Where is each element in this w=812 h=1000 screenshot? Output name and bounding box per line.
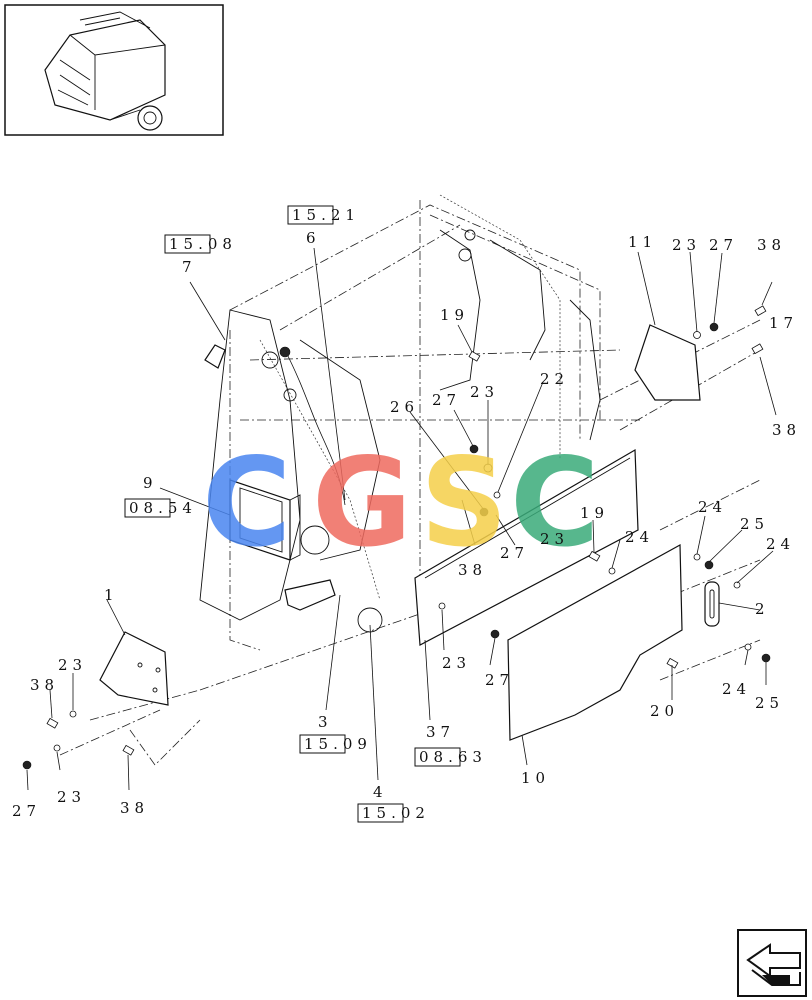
label-2: 2	[755, 600, 770, 618]
watermark-letter-4: C	[510, 432, 600, 574]
label-9: 9	[143, 474, 158, 492]
label-23-b: 23	[470, 383, 499, 401]
leader-lines	[26, 247, 777, 791]
label-4: 4	[373, 783, 388, 801]
label-27-e: 27	[12, 802, 41, 820]
label-6: 6	[306, 229, 321, 247]
label-20: 20	[650, 702, 679, 720]
ref-15-09: 15.09	[304, 735, 372, 753]
label-19-a: 19	[440, 306, 469, 324]
label-27-a: 27	[709, 236, 738, 254]
callout-labels: 6 7 11 23 27 38 17 38 19 27 23 22 26 9 1…	[12, 229, 801, 820]
part-9-panel-frame	[229, 479, 301, 561]
label-22: 22	[540, 370, 569, 388]
baler-thumbnail	[4, 4, 224, 136]
label-37: 37	[426, 723, 455, 741]
label-23-c: 23	[540, 530, 569, 548]
reference-boxes: 15.21 15.08 08.54 15.09 08.63 15.02	[124, 205, 487, 823]
next-page-arrow-icon[interactable]	[737, 929, 807, 997]
ref-08-63: 08.63	[419, 748, 487, 766]
ref-15-02: 15.02	[362, 804, 430, 822]
watermark-letter-3: S	[420, 432, 508, 574]
label-23-a: 23	[672, 236, 701, 254]
label-26: 26	[390, 398, 419, 416]
label-38-b: 38	[772, 421, 801, 439]
ref-15-21: 15.21	[292, 206, 360, 224]
label-27-c: 27	[500, 544, 529, 562]
watermark: C G S C	[202, 432, 600, 574]
part-10-panel	[507, 543, 683, 741]
label-19-b: 19	[580, 504, 609, 522]
label-23-f: 23	[57, 788, 86, 806]
side-frame	[199, 229, 601, 633]
label-25-b: 25	[755, 694, 784, 712]
label-3: 3	[318, 713, 333, 731]
part-11-shield	[634, 324, 701, 401]
part-3-lever	[284, 579, 336, 611]
label-24-b: 24	[698, 498, 727, 516]
ref-15-08: 15.08	[169, 235, 237, 253]
label-10: 10	[521, 769, 550, 787]
label-38-c: 38	[458, 561, 487, 579]
label-23-e: 23	[58, 656, 87, 674]
part-37-panel	[414, 448, 639, 646]
ref-08-54: 08.54	[129, 499, 197, 517]
part-6-fitting	[279, 346, 291, 358]
part-7-bracket	[204, 344, 226, 369]
part-2-strap	[704, 581, 720, 627]
hardware	[22, 305, 771, 770]
label-27-d: 27	[485, 671, 514, 689]
label-38-d: 38	[30, 676, 59, 694]
label-24-c: 24	[766, 535, 795, 553]
watermark-letter-1: C	[202, 432, 292, 574]
part-1-shield	[99, 631, 169, 706]
label-25-a: 25	[740, 515, 769, 533]
label-27-b: 27	[432, 391, 461, 409]
watermark-letter-2: G	[312, 432, 412, 574]
label-24-d: 24	[722, 680, 751, 698]
label-11: 11	[628, 233, 657, 251]
label-17: 17	[769, 314, 798, 332]
label-24-a: 24	[625, 528, 654, 546]
label-38-e: 38	[120, 799, 149, 817]
label-38-a: 38	[757, 236, 786, 254]
label-1: 1	[104, 586, 119, 604]
label-23-d: 23	[442, 654, 471, 672]
label-7: 7	[182, 258, 197, 276]
part-6-cable	[284, 349, 346, 506]
